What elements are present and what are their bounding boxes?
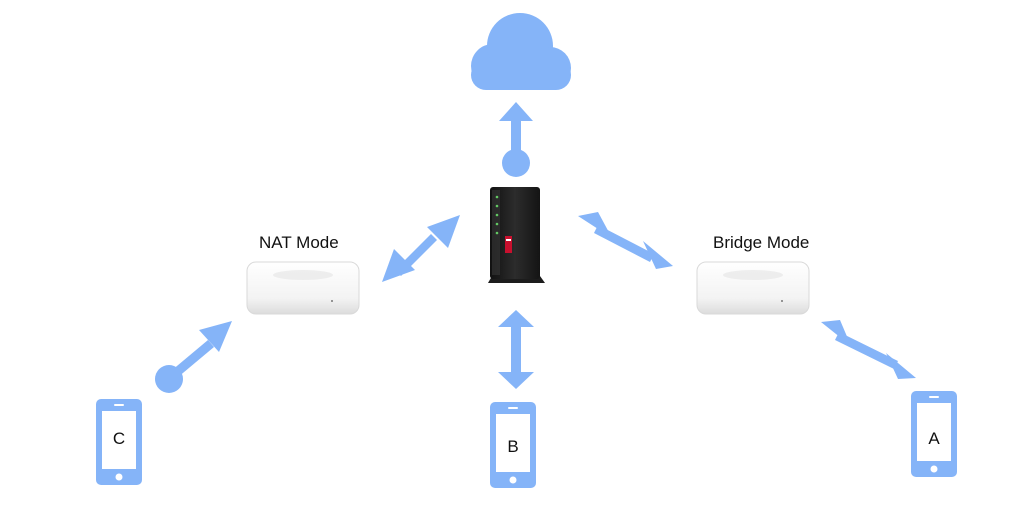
phone-a: A	[911, 391, 957, 477]
nat-mode-label: NAT Mode	[259, 233, 339, 252]
nat-base-station	[246, 261, 360, 315]
router-to-cloud-arrow	[499, 102, 533, 177]
smartphone-icon	[490, 402, 536, 488]
phone-b: B	[490, 402, 536, 488]
bridge-mode-label: Bridge Mode	[713, 233, 809, 252]
bridge-to-phone-a-arrow	[821, 320, 916, 379]
modem-router-icon	[488, 187, 545, 283]
phone-c-label: C	[113, 429, 125, 448]
phone-a-label: A	[928, 429, 940, 448]
router-to-bridge-arrow	[578, 212, 673, 269]
cloud-icon	[471, 13, 571, 90]
smartphone-icon	[96, 399, 142, 485]
bridge-base-station	[696, 261, 810, 315]
router-to-phone-b-arrow	[498, 310, 534, 389]
nat-to-router-arrow	[382, 215, 460, 282]
phone-b-label: B	[507, 437, 518, 456]
smartphone-icon	[911, 391, 957, 477]
phone-c-to-nat-arrow	[155, 321, 232, 393]
phone-c: C	[96, 399, 142, 485]
